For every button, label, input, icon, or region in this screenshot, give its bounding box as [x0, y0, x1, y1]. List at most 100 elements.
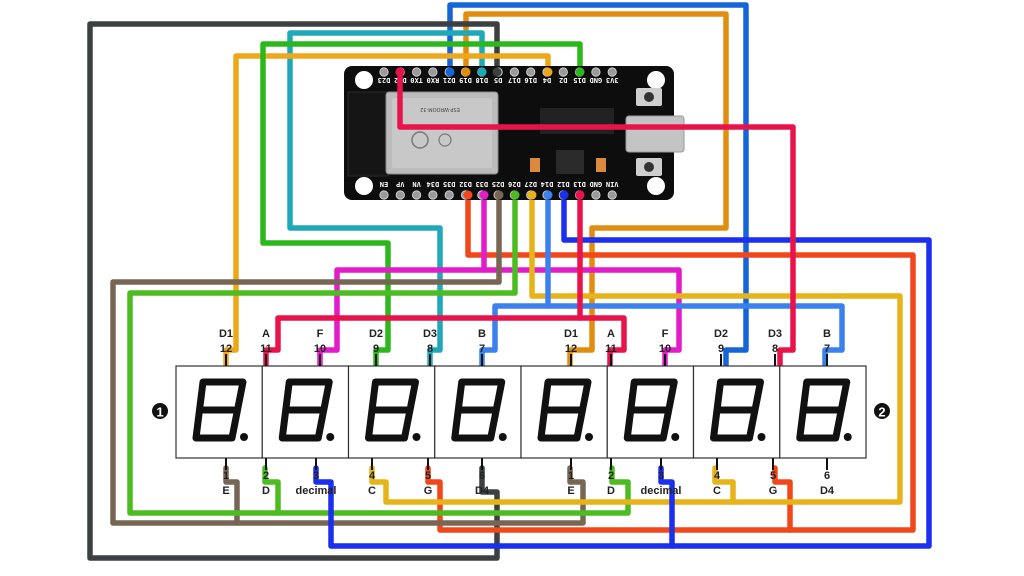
pin-number: 11: [605, 343, 617, 355]
decimal-point: [843, 433, 852, 441]
displays-layer: 1D112A11F10D29D38B71E2D3decimal4C5G6D42D…: [152, 328, 890, 497]
pin-name: decimal: [641, 485, 682, 497]
digit: [520, 365, 608, 459]
board-pin: [607, 67, 617, 77]
module-shield: [392, 98, 492, 168]
board-pin-label: D13: [573, 180, 586, 188]
decimal-point: [671, 433, 680, 441]
wire-d32: [425, 192, 916, 533]
pin-name: A: [262, 328, 270, 340]
board-pin-label: GND: [590, 76, 603, 84]
pin-name: D3: [768, 328, 782, 340]
board-pin-label: D5: [494, 76, 502, 84]
wire-endpoint: [479, 190, 489, 200]
board-pin: [428, 67, 438, 77]
board-pin-label: D27: [524, 180, 537, 188]
segment-outline: [623, 378, 678, 442]
wire-d26: [127, 192, 518, 516]
mount-hole: [355, 71, 373, 89]
decimal-point: [240, 433, 248, 441]
pin-name: F: [317, 328, 324, 340]
pin-number: 2: [608, 470, 614, 482]
board-pin: [444, 190, 454, 200]
pin-name: D: [607, 485, 615, 497]
mount-hole: [647, 71, 665, 89]
pin-number: 12: [565, 343, 577, 355]
board-pin-label: D32: [459, 180, 472, 188]
boot-button-icon: [644, 92, 654, 102]
pin-name: B: [823, 328, 831, 340]
board-pin: [607, 190, 617, 200]
logo-icon: [411, 131, 429, 149]
wire-endpoint: [461, 67, 471, 77]
decimal-point: [412, 433, 421, 441]
wire-d26: [275, 465, 631, 516]
pin-name: D1: [219, 328, 233, 340]
pin-number: 4: [369, 470, 376, 482]
wire-endpoint: [463, 190, 473, 200]
wire-d18: [287, 30, 485, 369]
board-pin: [379, 190, 389, 200]
board-pin-label: VIN: [606, 180, 619, 188]
board-pin: [509, 67, 520, 77]
pin-number: 1: [568, 470, 574, 482]
pin-number: 4: [714, 470, 721, 482]
pin-number: 2: [263, 470, 269, 482]
digit: [434, 365, 522, 459]
usb-c-port: [625, 115, 685, 153]
segment-outline: [278, 378, 333, 442]
wire-endpoint: [559, 190, 569, 200]
wire-d27: [529, 192, 903, 505]
board-pin-label: D35: [443, 180, 456, 188]
wire-d22: [397, 69, 796, 369]
wire-endpoint: [395, 67, 405, 77]
mount-hole: [355, 177, 373, 195]
board-pin-label: D17: [508, 76, 521, 84]
wire-d25: [234, 465, 586, 526]
board-pin: [395, 190, 405, 200]
wire-d33: [317, 192, 487, 369]
pin-name: D1: [564, 328, 578, 340]
digit: [692, 365, 781, 459]
pin-name: decimal: [296, 485, 337, 497]
display-marker: [874, 403, 890, 419]
pin-name: A: [607, 328, 615, 340]
antenna-area: [347, 91, 389, 177]
board-pin-label: VP: [396, 180, 404, 188]
board-pin-label: VN: [412, 180, 420, 188]
pin-name: D4: [475, 485, 490, 497]
segment-outline: [537, 378, 592, 442]
board-pin-label: RX0: [427, 76, 440, 84]
wire-d4: [223, 53, 551, 369]
board-pin-label: D12: [557, 180, 570, 188]
board-pin-label: D2: [559, 76, 567, 84]
module-label: ESP-WROOM-32: [420, 106, 460, 112]
board-pin-label: D25: [492, 180, 505, 188]
wire-d27: [369, 465, 736, 505]
display-marker-number: 1: [156, 405, 163, 420]
segment-outline: [710, 378, 764, 442]
wires-layer: [87, 2, 932, 561]
ce-mark-icon: [438, 133, 452, 147]
board-pin-label: D34: [427, 180, 440, 188]
wire-endpoint: [527, 190, 537, 200]
wire-endpoint: [575, 190, 585, 200]
pin-number: 9: [718, 343, 724, 355]
capacitor: [596, 158, 606, 172]
wire-endpoint: [477, 67, 487, 77]
pin-number: 1: [223, 470, 229, 482]
mount-hole: [647, 177, 665, 195]
wire-d15: [260, 41, 583, 369]
wire-d12: [313, 465, 675, 549]
wire-endpoint: [494, 190, 504, 200]
board-pin-label: D23: [378, 76, 391, 84]
digit: [261, 365, 350, 459]
pin-number: 8: [772, 343, 778, 355]
regulator-chip: [556, 150, 584, 174]
overlay-wires: [395, 67, 796, 369]
decimal-point: [498, 433, 507, 441]
